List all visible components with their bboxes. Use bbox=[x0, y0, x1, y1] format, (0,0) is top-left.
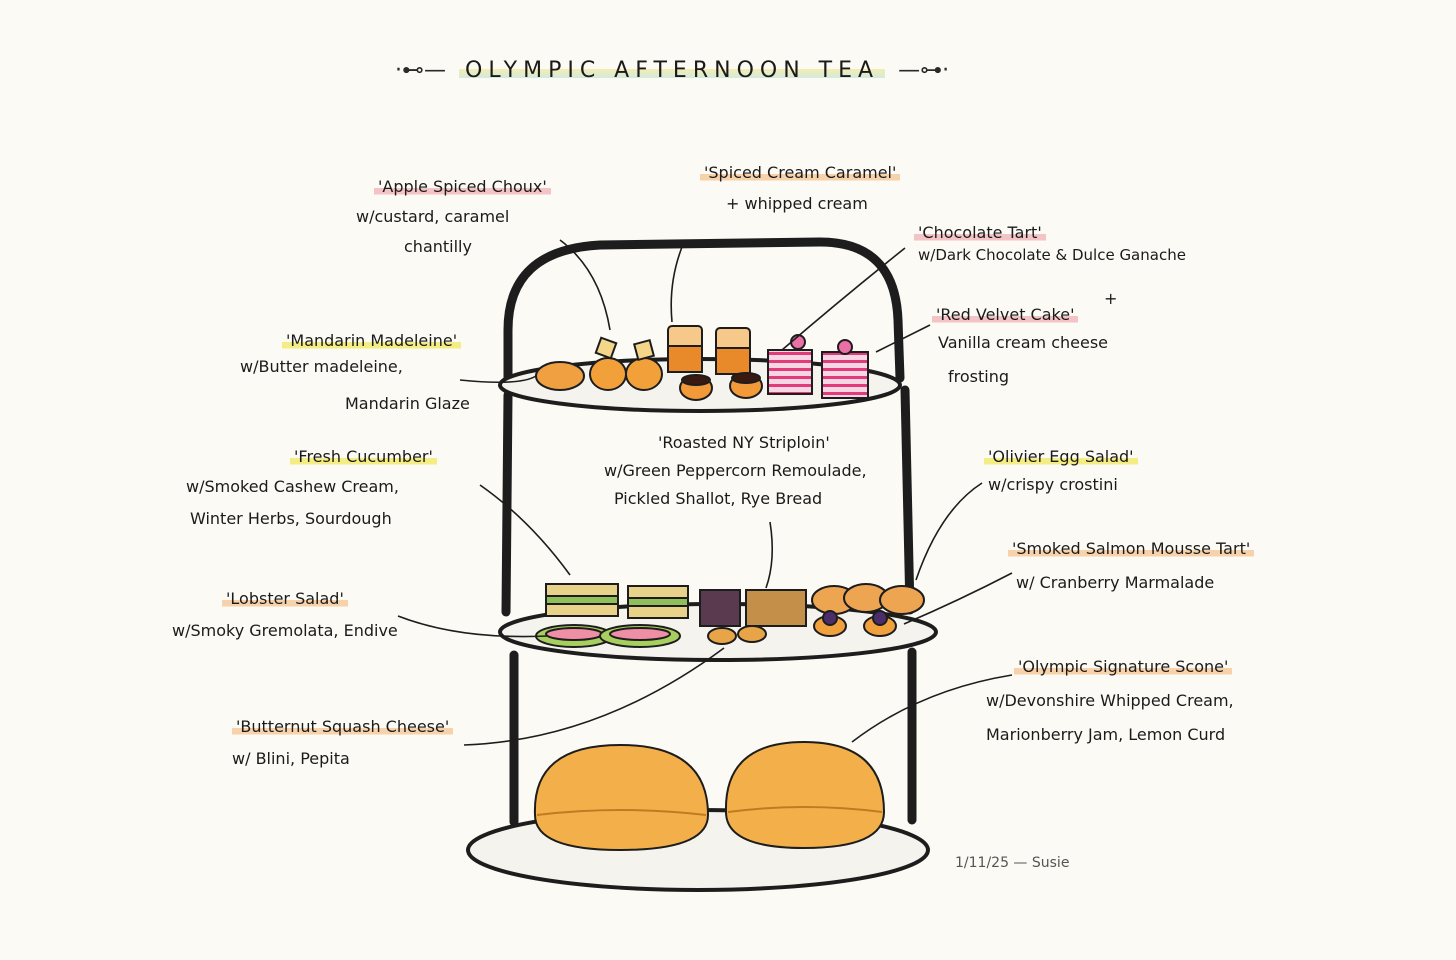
label-red-velvet-name: 'Red Velvet Cake' bbox=[932, 304, 1079, 326]
middle-tier-savories bbox=[535, 583, 925, 648]
label-spiced-caramel-name: 'Spiced Cream Caramel' bbox=[700, 162, 901, 184]
title-text: OLYMPIC AFTERNOON TEA bbox=[459, 58, 886, 83]
label-scone-desc2: Marionberry Jam, Lemon Curd bbox=[986, 725, 1226, 744]
olivier-crostini-icon bbox=[879, 585, 925, 615]
red-velvet-cake-icon bbox=[767, 349, 813, 395]
bottom-tier-scones bbox=[533, 740, 886, 852]
label-salmon-desc1: w/ Cranberry Marmalade bbox=[1016, 573, 1215, 592]
label-red-velvet-desc2: frosting bbox=[948, 367, 1009, 386]
label-chocolate-tart-desc1: w/Dark Chocolate & Dulce Ganache bbox=[918, 246, 1186, 264]
signature: 1/11/25 — Susie bbox=[955, 855, 1070, 871]
label-striploin-name: 'Roasted NY Striploin' bbox=[658, 433, 830, 452]
madeleine-icon bbox=[535, 361, 585, 391]
label-cucumber-desc2: Winter Herbs, Sourdough bbox=[190, 509, 392, 528]
label-striploin-desc2: Pickled Shallot, Rye Bread bbox=[614, 489, 823, 508]
title-ornament-right: —⊶· bbox=[898, 58, 950, 83]
label-lobster-name: 'Lobster Salad' bbox=[222, 588, 348, 610]
label-cucumber-desc1: w/Smoked Cashew Cream, bbox=[186, 477, 399, 496]
label-apple-choux-name: 'Apple Spiced Choux' bbox=[374, 176, 551, 198]
label-red-velvet-plus: + bbox=[1104, 289, 1118, 308]
label-butternut-desc1: w/ Blini, Pepita bbox=[232, 749, 350, 768]
leader-lines bbox=[397, 239, 1013, 746]
label-olivier-name: 'Olivier Egg Salad' bbox=[984, 446, 1138, 468]
scone-icon bbox=[724, 740, 886, 850]
label-mandarin-madeleine-name: 'Mandarin Madeleine' bbox=[282, 330, 462, 352]
butternut-blini-icon bbox=[707, 627, 737, 645]
stand-frame bbox=[501, 237, 917, 827]
label-red-velvet-desc1: Vanilla cream cheese bbox=[938, 333, 1109, 352]
label-spiced-caramel-desc1: + whipped cream bbox=[726, 194, 868, 213]
striploin-rye-icon bbox=[745, 589, 807, 627]
label-scone-desc1: w/Devonshire Whipped Cream, bbox=[986, 691, 1234, 710]
label-cucumber-name: 'Fresh Cucumber' bbox=[290, 446, 437, 468]
title-ornament-left: ·⊷— bbox=[395, 58, 446, 83]
label-lobster-desc1: w/Smoky Gremolata, Endive bbox=[172, 621, 398, 640]
label-salmon-name: 'Smoked Salmon Mousse Tart' bbox=[1008, 538, 1255, 560]
label-butternut-name: 'Butternut Squash Cheese' bbox=[232, 716, 454, 738]
label-scone-name: 'Olympic Signature Scone' bbox=[1014, 656, 1233, 678]
butternut-blini-icon bbox=[737, 625, 767, 643]
label-olivier-desc1: w/crispy crostini bbox=[988, 475, 1118, 494]
label-striploin-desc1: w/Green Peppercorn Remoulade, bbox=[604, 461, 867, 480]
label-mandarin-madeleine-desc2: Mandarin Glaze bbox=[345, 394, 470, 413]
label-chocolate-tart-name: 'Chocolate Tart' bbox=[914, 222, 1046, 244]
page-title: ·⊷— OLYMPIC AFTERNOON TEA —⊶· bbox=[395, 58, 949, 83]
red-velvet-cake-icon bbox=[821, 351, 869, 399]
choux-icon bbox=[625, 357, 663, 391]
label-apple-choux-desc2: chantilly bbox=[404, 237, 472, 256]
label-apple-choux-desc1: w/custard, caramel bbox=[356, 207, 510, 226]
striploin-rye-icon bbox=[699, 589, 741, 627]
choux-icon bbox=[589, 357, 627, 391]
scone-icon bbox=[533, 743, 710, 852]
top-tier-pastries bbox=[535, 325, 869, 401]
label-mandarin-madeleine-desc1: w/Butter madeleine, bbox=[240, 357, 403, 376]
